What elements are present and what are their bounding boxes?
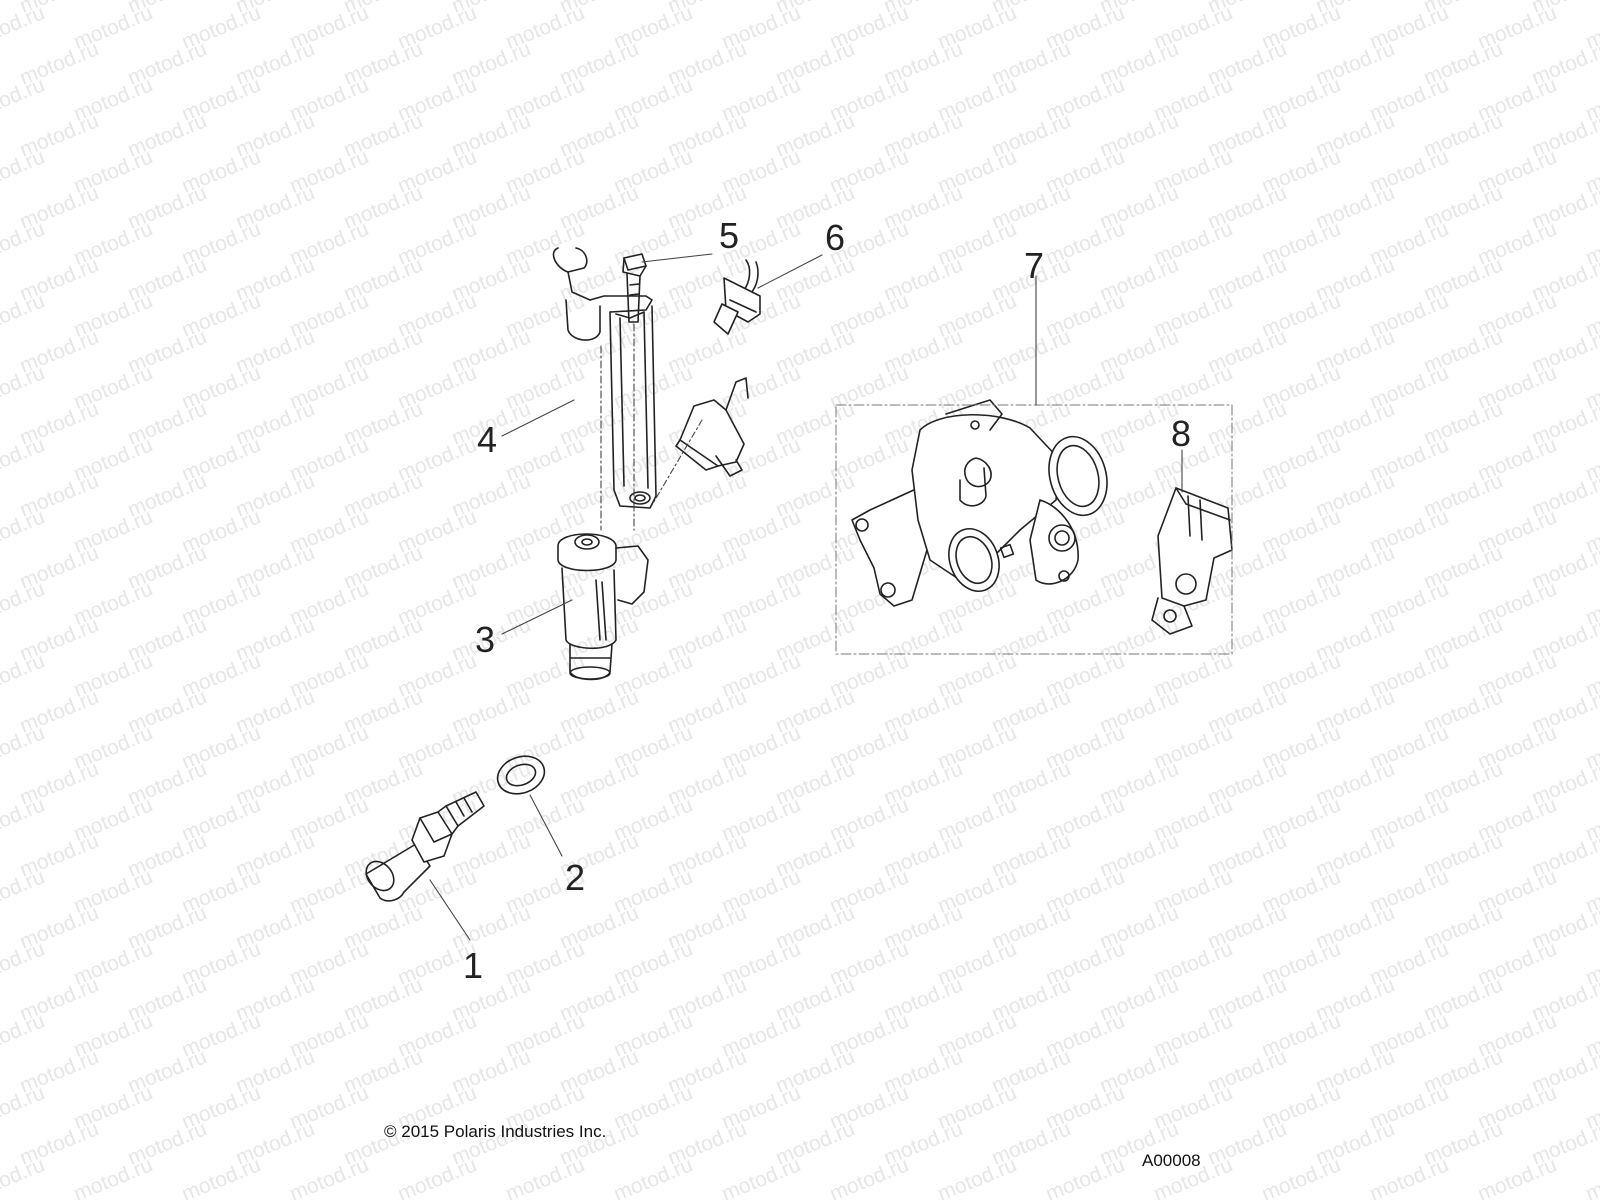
part-sealing-washer bbox=[496, 755, 546, 795]
part-temperature-sensor bbox=[365, 791, 485, 902]
callout-label: 4 bbox=[477, 419, 497, 460]
part-fuel-rail bbox=[552, 247, 657, 509]
copyright-notice: © 2015 Polaris Industries Inc. bbox=[384, 1122, 607, 1141]
callout-label: 7 bbox=[1024, 245, 1044, 286]
assembly-7-box bbox=[835, 404, 1233, 655]
part-throttle-position-sensor bbox=[1151, 487, 1233, 635]
part-throttle-body bbox=[851, 399, 1108, 607]
part-bolt bbox=[622, 253, 647, 323]
part-fuel-injector bbox=[557, 533, 649, 681]
callout-label: 8 bbox=[1171, 413, 1191, 454]
callout-labels: 1 2 3 4 5 6 7 8 bbox=[463, 215, 1191, 986]
part-harness-connector bbox=[675, 259, 761, 477]
diagram-code: A00008 bbox=[1142, 1151, 1201, 1170]
callout-label: 2 bbox=[565, 857, 585, 898]
callout-label: 3 bbox=[475, 619, 495, 660]
callout-label: 6 bbox=[825, 217, 845, 258]
leader-lines bbox=[429, 253, 1183, 941]
callout-label: 1 bbox=[463, 945, 483, 986]
callout-label: 5 bbox=[719, 215, 739, 256]
